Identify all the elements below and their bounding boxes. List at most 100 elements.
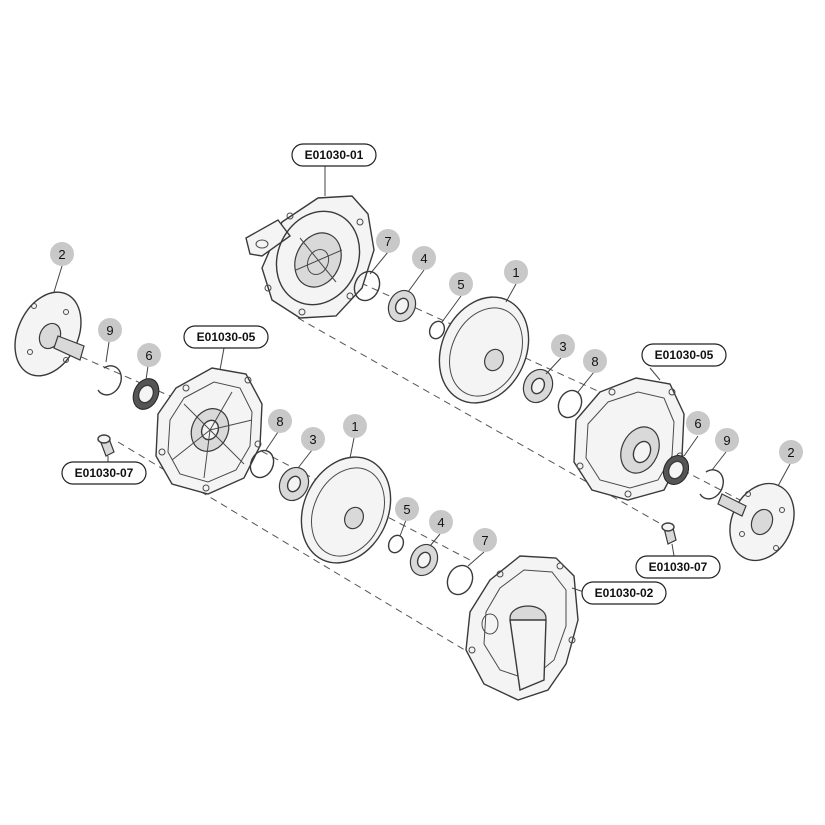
- lower-housing-bolt-hole: [556, 562, 564, 570]
- lower-axis-line: [117, 441, 469, 653]
- upper-bearing-3-bore: [530, 377, 546, 395]
- badge-upper-ring-5: 5: [441, 272, 473, 323]
- left-cover-bolt-hole: [182, 384, 190, 392]
- right-bolt-leader: [671, 543, 675, 557]
- item-number: 3: [559, 339, 566, 354]
- badge-upper-seal-7: 7: [369, 229, 400, 275]
- badge-lower-bearing-4: 4: [429, 510, 453, 547]
- upper-housing-bolt-hole: [356, 218, 364, 226]
- left-cover-fin: [183, 403, 211, 431]
- badge-upper-bearing-3: 3: [545, 334, 575, 375]
- upper-ring-8: [557, 389, 583, 419]
- badge-right-flange-2: 2: [777, 440, 803, 487]
- upper-ring-5: [428, 320, 446, 340]
- lower-housing: [465, 555, 585, 701]
- right-flange-2-hole: [773, 545, 779, 551]
- item-number: 1: [351, 419, 358, 434]
- left-cover-inner: [167, 381, 253, 483]
- right-cover-bolt-hole: [668, 388, 676, 396]
- left-cover-fin: [209, 429, 245, 465]
- left-cover-bolt-hole: [202, 484, 210, 492]
- upper-disc-1-inner: [449, 307, 523, 397]
- left-cover-leader: [219, 347, 225, 371]
- label-right-bolt: E01030-07: [635, 555, 721, 579]
- badge-left-flange-2: 2: [50, 242, 74, 293]
- item-number: 8: [276, 414, 283, 429]
- left-bolt-head: [97, 434, 111, 444]
- left-flange-2-hole: [27, 349, 33, 355]
- item-number: 3: [309, 432, 316, 447]
- part-code: E01030-07: [75, 466, 134, 480]
- lower-housing-bolt-hole: [568, 636, 576, 644]
- upper-housing-lug-hole: [255, 239, 269, 249]
- lower-row-parts: [249, 449, 474, 596]
- badge-upper-bearing-4: 4: [407, 246, 436, 293]
- lower-housing-bolt-hole: [496, 570, 504, 578]
- left-bolt: [97, 434, 115, 462]
- lower-housing-neck: [509, 619, 547, 691]
- upper-seal-7: [353, 270, 381, 302]
- left-flange-2-hole: [31, 303, 37, 309]
- upper-housing-bore: [306, 248, 330, 276]
- upper-housing: [245, 166, 375, 319]
- right-cover: [573, 367, 685, 501]
- badge-lower-seal-7: 7: [467, 528, 497, 567]
- lower-bearing-3-bore: [286, 475, 302, 493]
- right-flange-2-hole: [739, 531, 745, 537]
- left-shaft-axis: [69, 351, 171, 397]
- lower-ring-5: [387, 534, 405, 554]
- badge-right-seal-6: 6: [683, 411, 710, 457]
- item-number: 2: [58, 247, 65, 262]
- upper-housing-rib: [295, 249, 343, 271]
- code-labels: E01030-01 E01030-05 E01030-05 E01030-07 …: [61, 143, 727, 605]
- item-number: 4: [420, 251, 427, 266]
- lower-disc-1: [300, 456, 392, 564]
- right-flange-2-shaft: [717, 493, 747, 517]
- part-code: E01030-02: [595, 586, 654, 600]
- label-left-cover: E01030-05: [183, 325, 269, 349]
- lower-shaft-axis: [239, 439, 471, 561]
- item-number: 4: [437, 515, 444, 530]
- upper-housing-lug: [245, 219, 291, 257]
- item-badges: 7 4 5 1 3 8 6: [50, 229, 803, 567]
- label-upper-housing: E01030-01: [291, 143, 377, 167]
- right-flange-2-hole: [779, 507, 785, 513]
- left-circlip-9: [97, 365, 122, 396]
- left-cover-bolt-hole: [254, 440, 262, 448]
- right-seal-6-bore: [667, 460, 685, 480]
- left-cover-bolt-hole: [244, 376, 252, 384]
- upper-housing-rim: [275, 210, 361, 306]
- item-number: 7: [481, 533, 488, 548]
- badge-lower-ring-5: 5: [395, 497, 419, 537]
- upper-housing-bolt-hole: [264, 284, 272, 292]
- upper-disc-1-hub: [484, 348, 504, 372]
- right-cover-leader: [649, 367, 661, 381]
- upper-housing-bolt-hole: [346, 292, 354, 300]
- lower-disc-1-hub: [344, 506, 364, 530]
- badge-left-seal-6: 6: [137, 343, 161, 381]
- lower-bearing-4-bore: [416, 551, 432, 569]
- badge-lower-ring-8: 8: [265, 409, 292, 451]
- right-bolt: [661, 522, 677, 557]
- label-lower-housing: E01030-02: [581, 581, 667, 605]
- left-cover-fin: [203, 429, 211, 479]
- left-cover-fin: [209, 391, 233, 431]
- item-number: 9: [106, 323, 113, 338]
- badge-upper-ring-8: 8: [577, 349, 607, 393]
- part-code: E01030-05: [197, 330, 256, 344]
- badge-upper-disc-1: 1: [504, 260, 528, 303]
- right-cover-bolt-hole: [608, 388, 616, 396]
- right-flange-2-hole: [745, 491, 751, 497]
- left-cover: [155, 347, 263, 495]
- lower-housing-boss: [481, 613, 499, 635]
- part-code: E01030-01: [305, 148, 364, 162]
- badge-lower-disc-1: 1: [343, 414, 367, 459]
- lower-ring-8: [249, 449, 275, 479]
- right-bolt-head: [661, 522, 675, 532]
- left-flange-2-hole: [63, 309, 69, 315]
- item-number: 6: [145, 348, 152, 363]
- item-number: 9: [723, 433, 730, 448]
- item-number: 5: [403, 502, 410, 517]
- item-number: 7: [384, 234, 391, 249]
